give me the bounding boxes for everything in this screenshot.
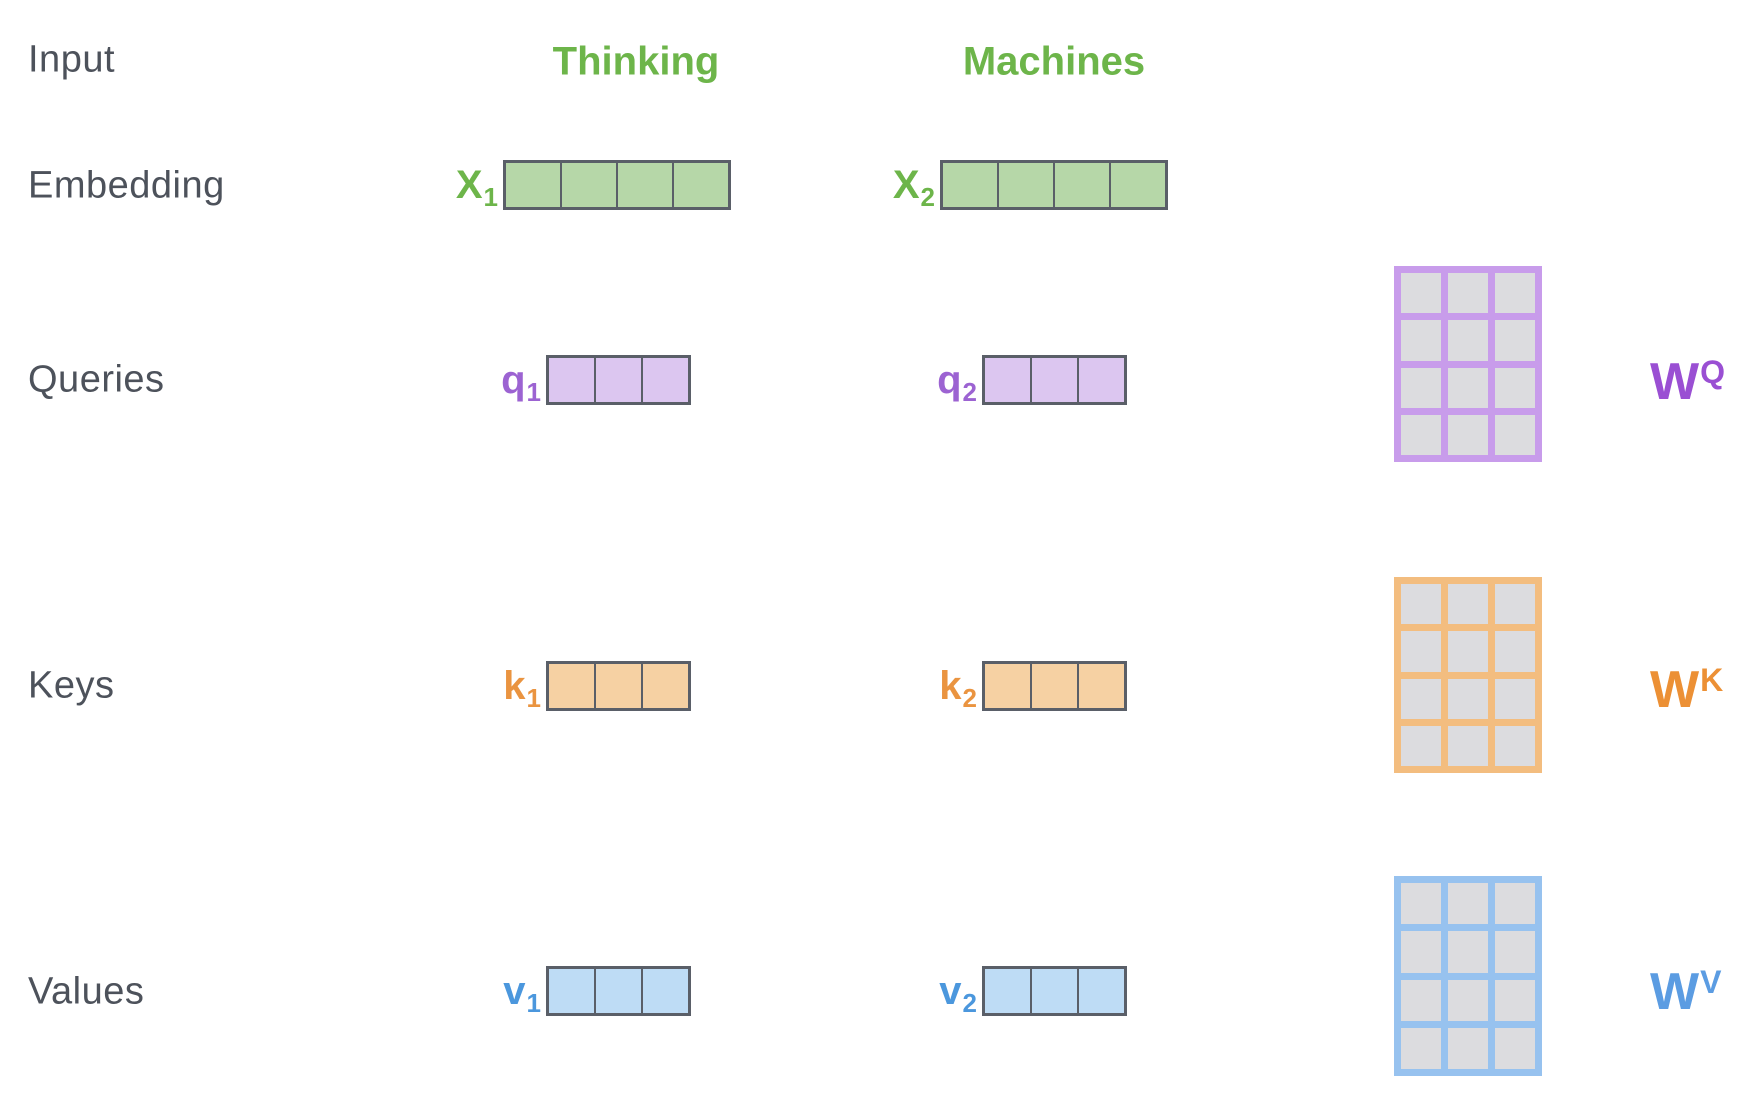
matrix-cell bbox=[1401, 678, 1441, 719]
matrix-label-wv: WV bbox=[1650, 963, 1722, 1021]
vector-cell bbox=[985, 358, 1030, 402]
matrix-cell bbox=[1401, 367, 1441, 408]
matrix-cell bbox=[1448, 273, 1488, 314]
row-label-keys: Keys bbox=[28, 664, 115, 707]
key-vector-k2: k2 bbox=[939, 661, 1127, 711]
matrix-cell bbox=[1495, 367, 1535, 408]
vector-cell bbox=[1055, 163, 1109, 207]
word-header-machines: Machines bbox=[962, 39, 1146, 84]
matrix-cell bbox=[1448, 1027, 1488, 1069]
matrix-cell bbox=[1448, 883, 1488, 925]
vector-cell bbox=[618, 163, 672, 207]
matrix-cell bbox=[1448, 414, 1488, 455]
matrix-cell bbox=[1495, 584, 1535, 625]
matrix-cell bbox=[1448, 931, 1488, 973]
matrix-cell bbox=[1401, 414, 1441, 455]
row-label-embedding: Embedding bbox=[28, 164, 225, 207]
row-label-input: Input bbox=[28, 38, 116, 81]
vector-cell bbox=[596, 664, 641, 708]
vector-cell bbox=[1079, 358, 1124, 402]
value-vector-v1: v1 bbox=[503, 966, 691, 1016]
key-vector-k1: k1 bbox=[503, 661, 691, 711]
matrix-cell bbox=[1448, 584, 1488, 625]
matrix-cell bbox=[1495, 414, 1535, 455]
matrix-label-wk: WK bbox=[1650, 661, 1724, 719]
vector-label-v2: v2 bbox=[939, 969, 977, 1018]
matrix-cell bbox=[1495, 1027, 1535, 1069]
row-label-values: Values bbox=[28, 970, 145, 1013]
vector-cell bbox=[943, 163, 997, 207]
vector-cell bbox=[985, 664, 1030, 708]
vector-cell bbox=[643, 358, 688, 402]
vector-cell bbox=[562, 163, 616, 207]
vector-label-k1: k1 bbox=[503, 664, 541, 713]
matrix-cell bbox=[1401, 273, 1441, 314]
matrix-cell bbox=[1448, 631, 1488, 672]
vector-cell bbox=[549, 664, 594, 708]
vector-cell bbox=[643, 664, 688, 708]
matrix-cell bbox=[1495, 725, 1535, 766]
vector-cell bbox=[549, 358, 594, 402]
row-label-queries: Queries bbox=[28, 358, 165, 401]
matrix-cell bbox=[1495, 931, 1535, 973]
matrix-cell bbox=[1495, 631, 1535, 672]
vector-cell bbox=[506, 163, 560, 207]
matrix-cell bbox=[1448, 367, 1488, 408]
matrix-cell bbox=[1495, 678, 1535, 719]
vector-cell bbox=[549, 969, 594, 1013]
matrix-label-wq: WQ bbox=[1650, 353, 1725, 411]
vector-cell bbox=[674, 163, 728, 207]
vector-cell bbox=[1079, 664, 1124, 708]
vector-label-x2: X2 bbox=[892, 163, 935, 212]
vector-label-q1: q1 bbox=[501, 358, 541, 407]
matrix-cell bbox=[1448, 979, 1488, 1021]
matrix-cell bbox=[1495, 883, 1535, 925]
vector-cell bbox=[1032, 358, 1077, 402]
matrix-cell bbox=[1448, 320, 1488, 361]
matrix-cell bbox=[1401, 931, 1441, 973]
weight-matrix-wk bbox=[1394, 577, 1542, 773]
matrix-cell bbox=[1448, 725, 1488, 766]
query-vector-q1: q1 bbox=[501, 355, 691, 405]
matrix-cell bbox=[1401, 725, 1441, 766]
vector-cell bbox=[596, 358, 641, 402]
vector-cell bbox=[643, 969, 688, 1013]
matrix-cell bbox=[1401, 584, 1441, 625]
query-vector-q2: q2 bbox=[937, 355, 1127, 405]
matrix-cell bbox=[1495, 273, 1535, 314]
vector-label-x1: X1 bbox=[455, 163, 498, 212]
vector-label-q2: q2 bbox=[937, 358, 977, 407]
matrix-cell bbox=[1401, 883, 1441, 925]
vector-label-k2: k2 bbox=[939, 664, 977, 713]
value-vector-v2: v2 bbox=[939, 966, 1127, 1016]
matrix-cell bbox=[1448, 678, 1488, 719]
vector-cell bbox=[1111, 163, 1165, 207]
matrix-cell bbox=[1401, 1027, 1441, 1069]
vector-cell bbox=[1032, 664, 1077, 708]
matrix-cell bbox=[1401, 631, 1441, 672]
embedding-vector-x1: X1 bbox=[456, 160, 731, 210]
vector-cell bbox=[985, 969, 1030, 1013]
vector-cell bbox=[999, 163, 1053, 207]
vector-cell bbox=[1079, 969, 1124, 1013]
matrix-cell bbox=[1401, 320, 1441, 361]
weight-matrix-wq bbox=[1394, 266, 1542, 462]
matrix-cell bbox=[1495, 979, 1535, 1021]
vector-cell bbox=[1032, 969, 1077, 1013]
matrix-cell bbox=[1495, 320, 1535, 361]
word-header-thinking: Thinking bbox=[552, 39, 720, 84]
vector-label-v1: v1 bbox=[503, 969, 541, 1018]
matrix-cell bbox=[1401, 979, 1441, 1021]
embedding-vector-x2: X2 bbox=[893, 160, 1168, 210]
weight-matrix-wv bbox=[1394, 876, 1542, 1076]
vector-cell bbox=[596, 969, 641, 1013]
